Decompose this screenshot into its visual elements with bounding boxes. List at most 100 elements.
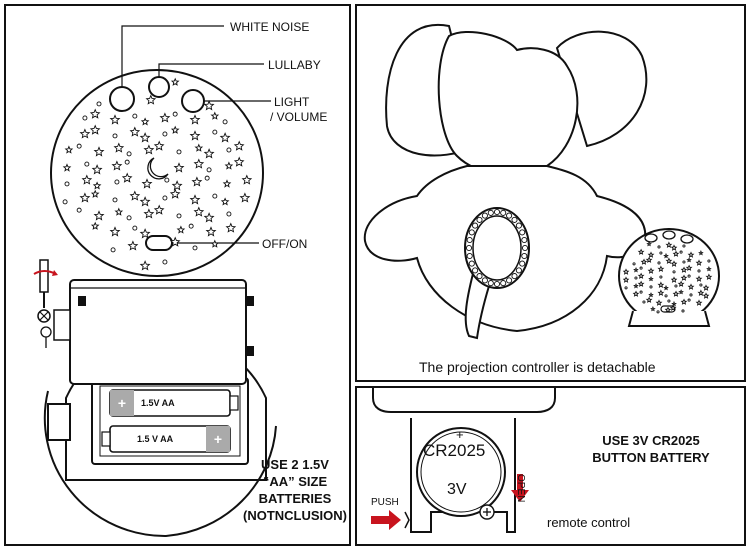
dot-icon [162, 259, 168, 265]
star-icon [62, 163, 72, 172]
star-icon [671, 300, 677, 307]
star-icon [224, 161, 234, 170]
dot-icon [192, 245, 198, 251]
socket-scallop-mark [511, 216, 518, 223]
remote-battery-illustration [371, 388, 556, 533]
star-icon [141, 178, 153, 189]
star-icon [189, 130, 201, 141]
lullaby-button[interactable] [148, 76, 170, 98]
dot-icon [659, 251, 663, 255]
dot-icon [687, 298, 691, 302]
star-icon [706, 266, 712, 272]
star-icon [93, 146, 105, 157]
socket-scallop-mark [481, 277, 488, 284]
dot-icon [112, 133, 118, 139]
socket-scallop-mark [500, 280, 507, 287]
star-icon [637, 272, 645, 279]
coin-battery-note: USE 3V CR2025 BUTTON BATTERY [571, 432, 731, 466]
elephant-illustration [363, 23, 720, 340]
socket-scallop-mark [465, 244, 473, 252]
light-volume-button[interactable] [181, 89, 205, 113]
dot-icon [162, 131, 168, 137]
dot-icon [112, 197, 118, 203]
star-icon [705, 273, 713, 280]
dot-icon [222, 119, 228, 125]
dot-icon [206, 167, 212, 173]
star-icon [695, 275, 703, 282]
socket-scallop-mark [521, 252, 528, 260]
star-icon [191, 176, 203, 187]
star-icon [139, 196, 151, 207]
dot-icon [204, 175, 210, 181]
svg-text:+: + [214, 431, 222, 447]
star-icon [169, 236, 181, 247]
star-icon [109, 226, 121, 237]
push-arrow-icon [371, 510, 401, 530]
dot-icon [634, 276, 638, 280]
battery-2-label: 1.5 V AA [137, 434, 174, 444]
star-icon [173, 162, 185, 173]
coin-note-line-2: BUTTON BATTERY [592, 450, 710, 465]
star-icon [672, 290, 680, 297]
white-noise-button[interactable] [109, 86, 135, 112]
star-icon [194, 143, 204, 152]
socket-scallop-mark [468, 229, 475, 236]
star-icon [665, 241, 673, 248]
dot-icon [76, 143, 82, 149]
socket-scallop-mark [472, 222, 479, 229]
aa-note-line-3: BATTERIES [258, 491, 332, 506]
volume-label: / VOLUME [270, 110, 328, 124]
star-icon [81, 174, 93, 185]
dot-icon [681, 309, 685, 313]
star-icon [219, 132, 231, 143]
star-icon [697, 289, 705, 296]
star-icon [89, 124, 101, 135]
star-icon [663, 284, 669, 291]
open-label: OPEN [515, 474, 526, 503]
star-icon [663, 252, 669, 259]
aa-battery-note: USE 2 1.5V “AA” SIZE BATTERIES (NOTNCLUS… [240, 456, 350, 524]
battery-cover [69, 279, 247, 385]
dot-icon [124, 159, 130, 165]
white-noise-label: WHITE NOISE [230, 20, 310, 34]
star-icon [695, 299, 703, 306]
dot-icon [62, 199, 68, 205]
dot-icon [624, 286, 628, 290]
socket-scallop-mark [519, 229, 526, 236]
star-icon [153, 204, 165, 215]
screwdriver-icon [39, 259, 49, 293]
dot-icon [176, 213, 182, 219]
star-icon [633, 283, 639, 289]
dot-icon [176, 149, 182, 155]
dot-icon [632, 262, 636, 266]
socket-scallop-mark [519, 260, 526, 267]
star-icon [669, 304, 677, 311]
dot-icon [126, 215, 132, 221]
star-icon [225, 222, 237, 233]
star-icon [655, 299, 663, 306]
dot-icon [649, 285, 653, 289]
dot-icon [132, 225, 138, 231]
star-icon [645, 256, 653, 263]
star-icon [640, 258, 648, 265]
star-icon [153, 140, 165, 151]
push-label: PUSH [371, 497, 399, 508]
star-icon [646, 241, 652, 247]
star-icon [109, 114, 121, 125]
aa-note-line-4: (NOTNCLUSION) [243, 508, 347, 523]
star-icon [687, 283, 695, 290]
star-icon [220, 197, 230, 206]
star-icon [176, 225, 186, 234]
dot-icon [674, 284, 678, 288]
star-icon [233, 156, 245, 167]
star-icon [90, 189, 100, 198]
dot-icon [682, 244, 686, 248]
star-icon [680, 298, 688, 305]
star-icon [647, 251, 655, 258]
star-icon [650, 306, 656, 312]
dot-icon [657, 261, 661, 265]
star-icon [702, 292, 710, 299]
star-icon [79, 128, 91, 139]
star-icon [647, 267, 655, 274]
off-on-switch[interactable] [145, 235, 173, 251]
